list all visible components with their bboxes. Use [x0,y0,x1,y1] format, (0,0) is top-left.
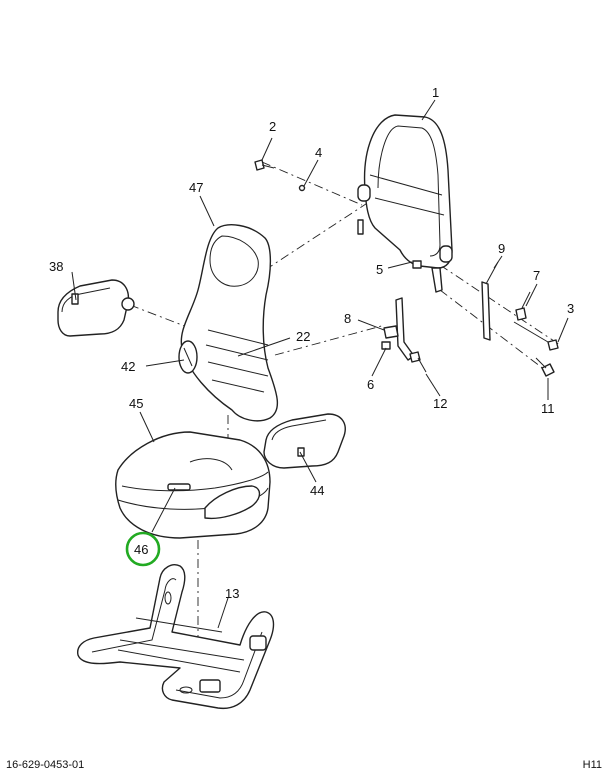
part-7-bolt [515,291,531,321]
callout-5: 5 [376,262,383,277]
part-38-left-armrest [57,279,135,337]
callout-44: 44 [310,483,324,498]
document-number: 16-629-0453-01 [6,759,85,771]
part-1-back-frame [357,114,453,293]
callout-4: 4 [315,145,322,160]
part-6-nut [381,341,391,350]
highlight-ring-46 [125,531,161,567]
callout-46: 46 [134,542,148,557]
callout-12: 12 [433,396,447,411]
callout-labels: 1 2 4 47 9 38 5 7 3 8 22 42 6 12 45 11 4… [49,85,574,601]
callout-11: 11 [541,401,555,416]
assembly-centerlines [129,161,561,640]
callout-47: 47 [189,180,203,195]
leader-lines [71,99,569,629]
part-13-seat-base [77,564,275,710]
part-11-bolt [535,357,555,377]
callout-8: 8 [344,311,351,326]
callout-13: 13 [225,586,239,601]
part-2-bolt [254,159,275,171]
callout-9: 9 [498,241,505,256]
callout-45: 45 [129,396,143,411]
part-47-back-cushion [178,224,278,422]
callout-6: 6 [367,377,374,392]
part-8-lever-bracket [383,297,415,361]
callout-2: 2 [269,119,276,134]
part-44-right-armrest [263,413,346,469]
callout-22: 22 [296,329,310,344]
callout-38: 38 [49,259,63,274]
callout-42: 42 [121,359,135,374]
part-3-bolt [513,321,559,351]
callout-1: 1 [432,85,439,100]
part-12-bolt [409,351,427,373]
callout-3: 3 [567,301,574,316]
part-45-seat-cushion [115,431,271,539]
part-9-bracket [481,261,499,341]
part-4-washer [298,184,306,192]
part-5-nut [412,260,422,269]
sheet-id: H11 [582,759,602,771]
callout-7: 7 [533,268,540,283]
